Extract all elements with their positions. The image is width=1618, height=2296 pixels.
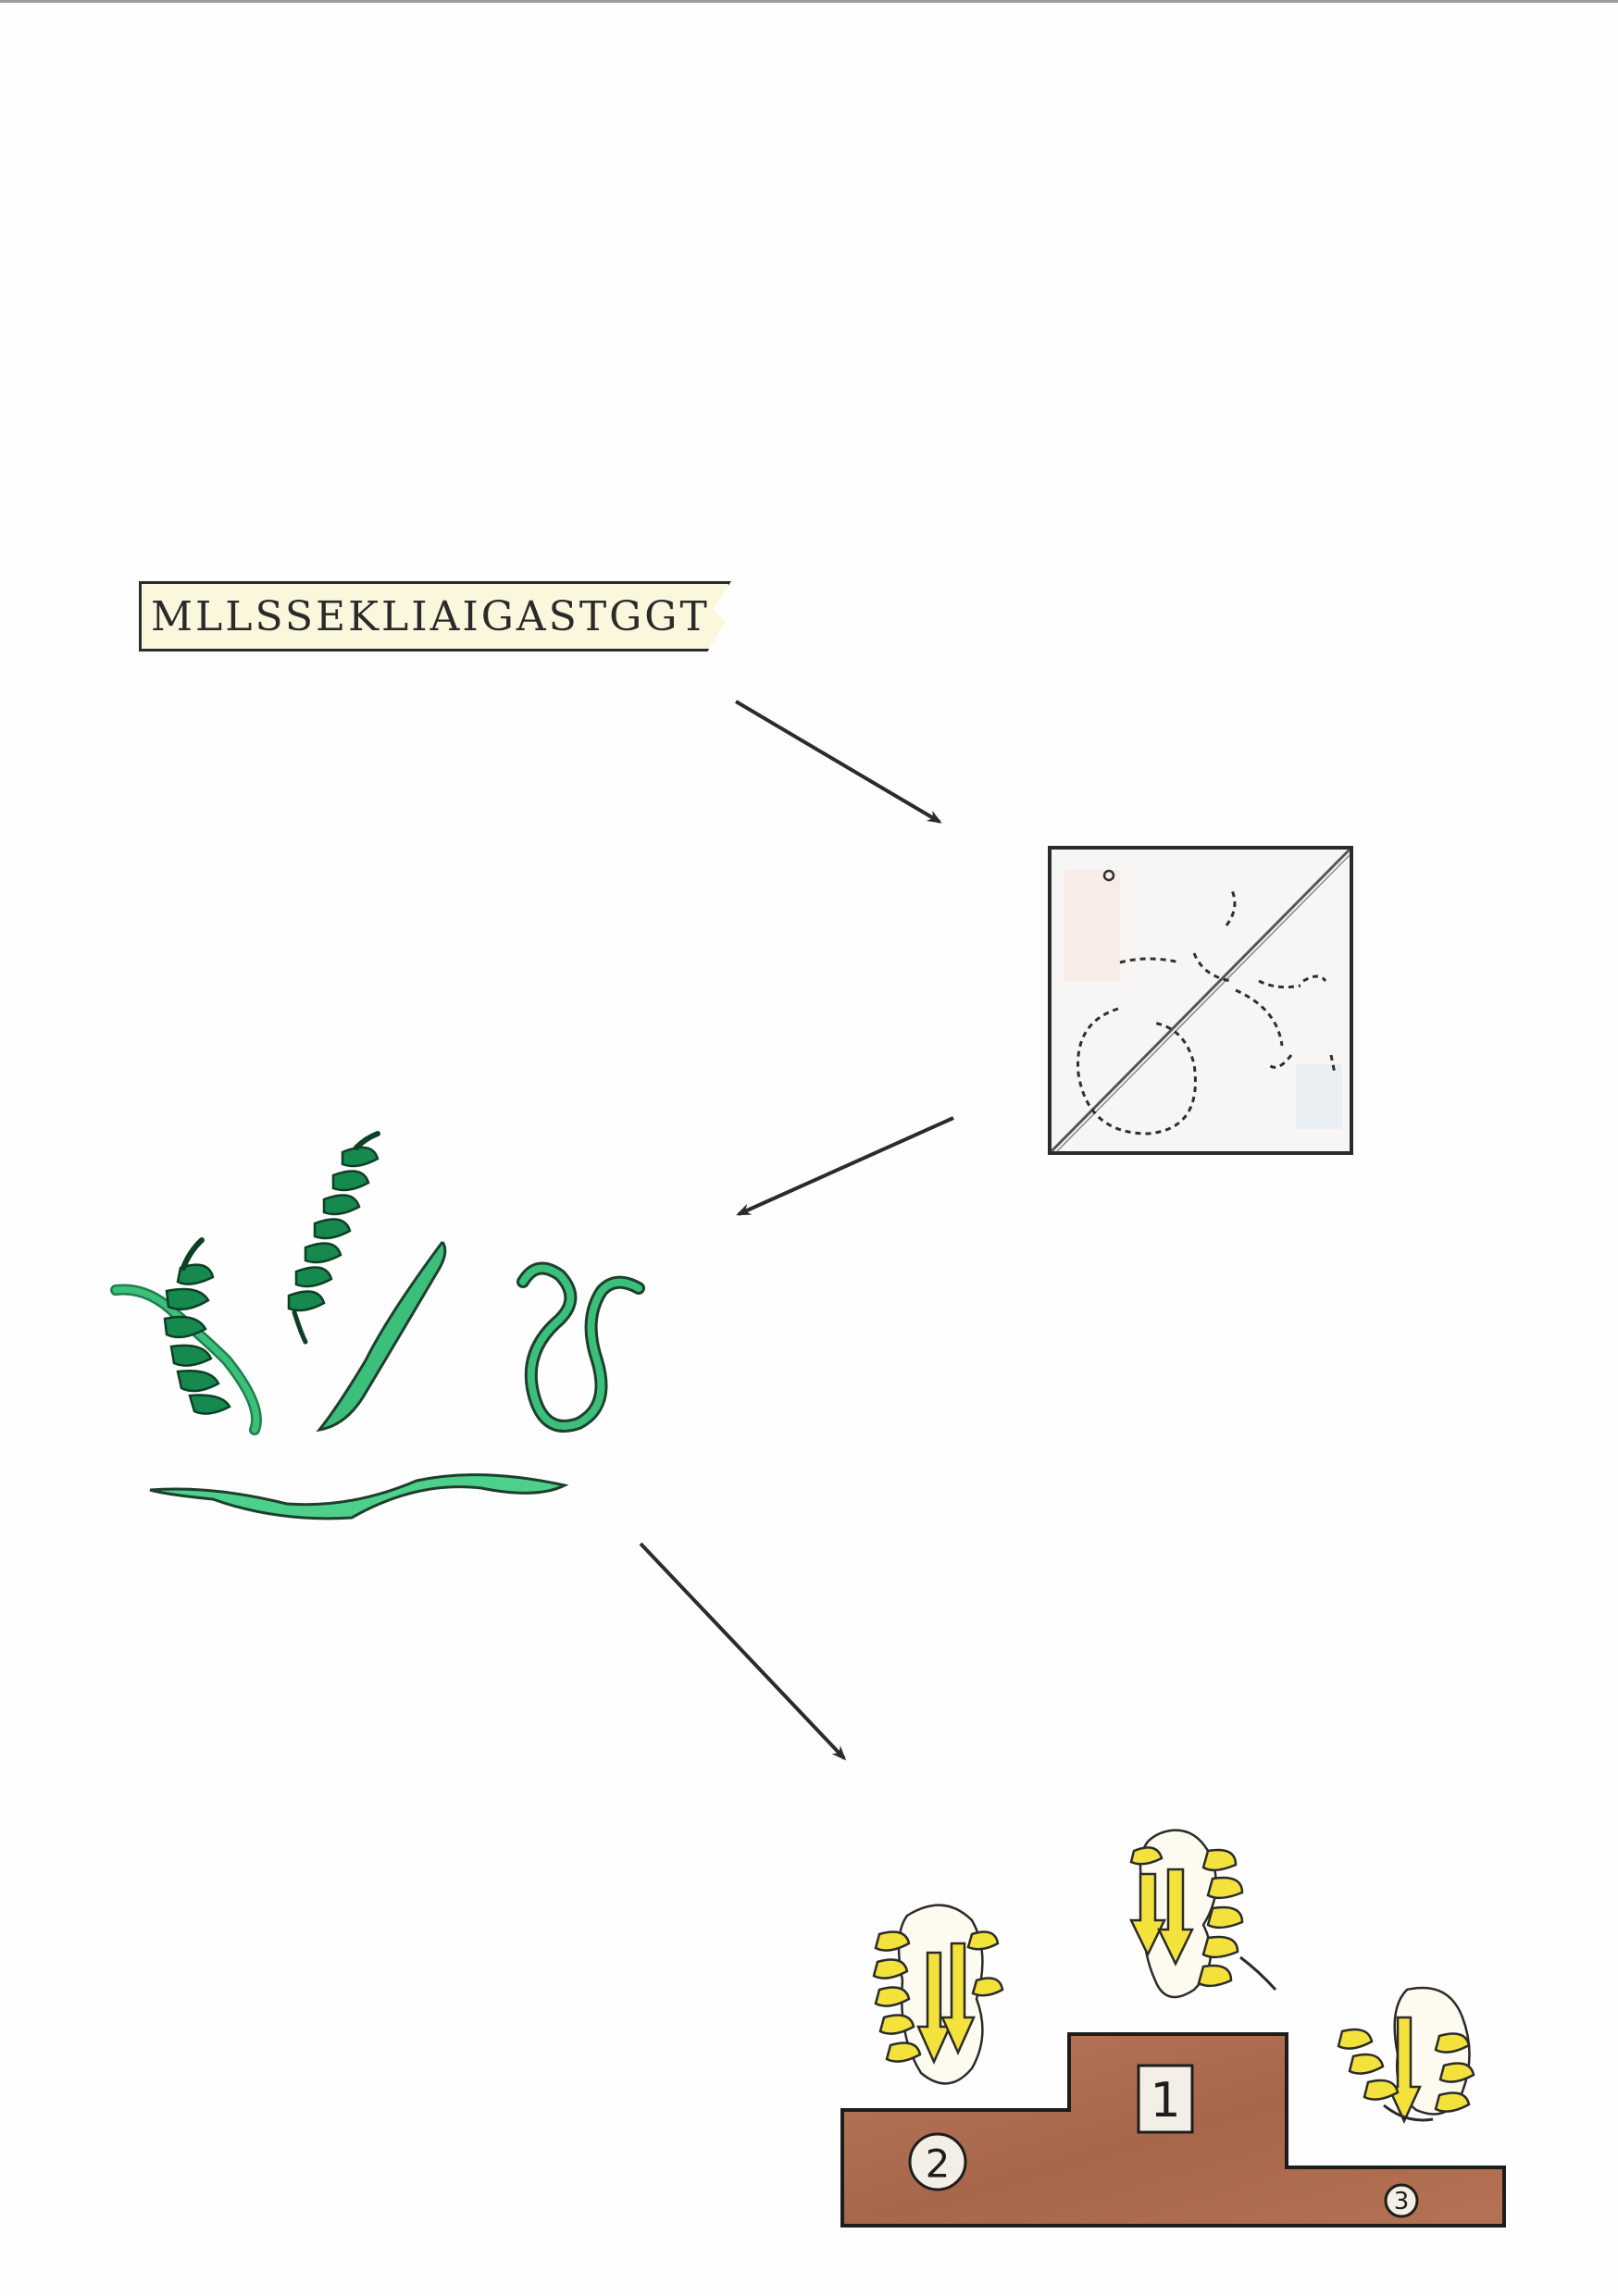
ranking-podium-icon: 1 2 3	[840, 1829, 1506, 2228]
arrow-fragments-to-podium	[639, 1542, 847, 1761]
first-place-structure-icon	[1129, 1829, 1277, 1999]
sequence-text: MLLSSEKLIAIGASTGGT	[151, 592, 710, 640]
arrow-sequence-to-contact-map	[734, 700, 942, 824]
green-structure-fragments-icon	[110, 1131, 645, 1520]
second-place-marker: 2	[908, 2132, 967, 2191]
sequence-strip: MLLSSEKLIAIGASTGGT	[139, 581, 731, 652]
third-place-label: 3	[1394, 2188, 1410, 2215]
first-place-marker: 1	[1137, 2064, 1194, 2134]
second-place-structure-icon	[872, 1904, 1004, 2085]
second-place-label: 2	[926, 2141, 951, 2187]
third-place-structure-icon	[1337, 1986, 1475, 2124]
arrow-contact-map-to-fragments	[736, 1116, 954, 1216]
contact-map-icon	[1048, 846, 1353, 1155]
first-place-label: 1	[1150, 2073, 1180, 2128]
third-place-marker: 3	[1384, 2183, 1419, 2218]
